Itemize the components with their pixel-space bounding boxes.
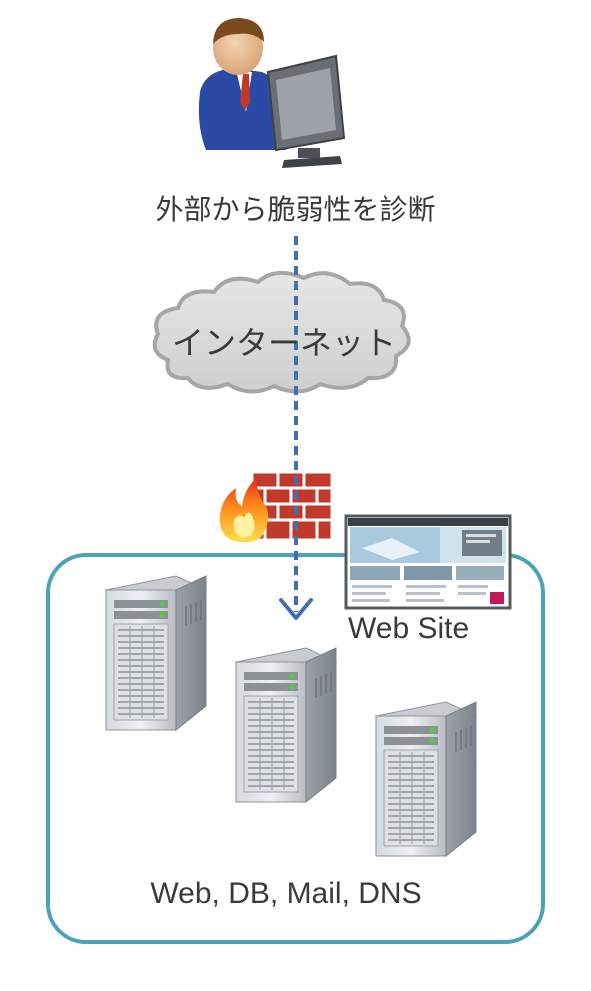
servers-label: Web, DB, Mail, DNS bbox=[150, 877, 422, 910]
diagnosis-arrow bbox=[279, 236, 313, 620]
server-icon bbox=[375, 701, 477, 857]
website-label: Web Site bbox=[348, 612, 470, 645]
user-at-computer-icon bbox=[198, 18, 346, 168]
website-screenshot-icon bbox=[344, 514, 512, 610]
cloud-label: インターネット bbox=[172, 324, 397, 362]
person-label: 外部から脆弱性を診断 bbox=[155, 193, 436, 226]
server-icon bbox=[105, 575, 207, 731]
server-icon bbox=[235, 647, 337, 803]
cloud-icon bbox=[152, 270, 411, 394]
fire-icon bbox=[219, 478, 269, 543]
